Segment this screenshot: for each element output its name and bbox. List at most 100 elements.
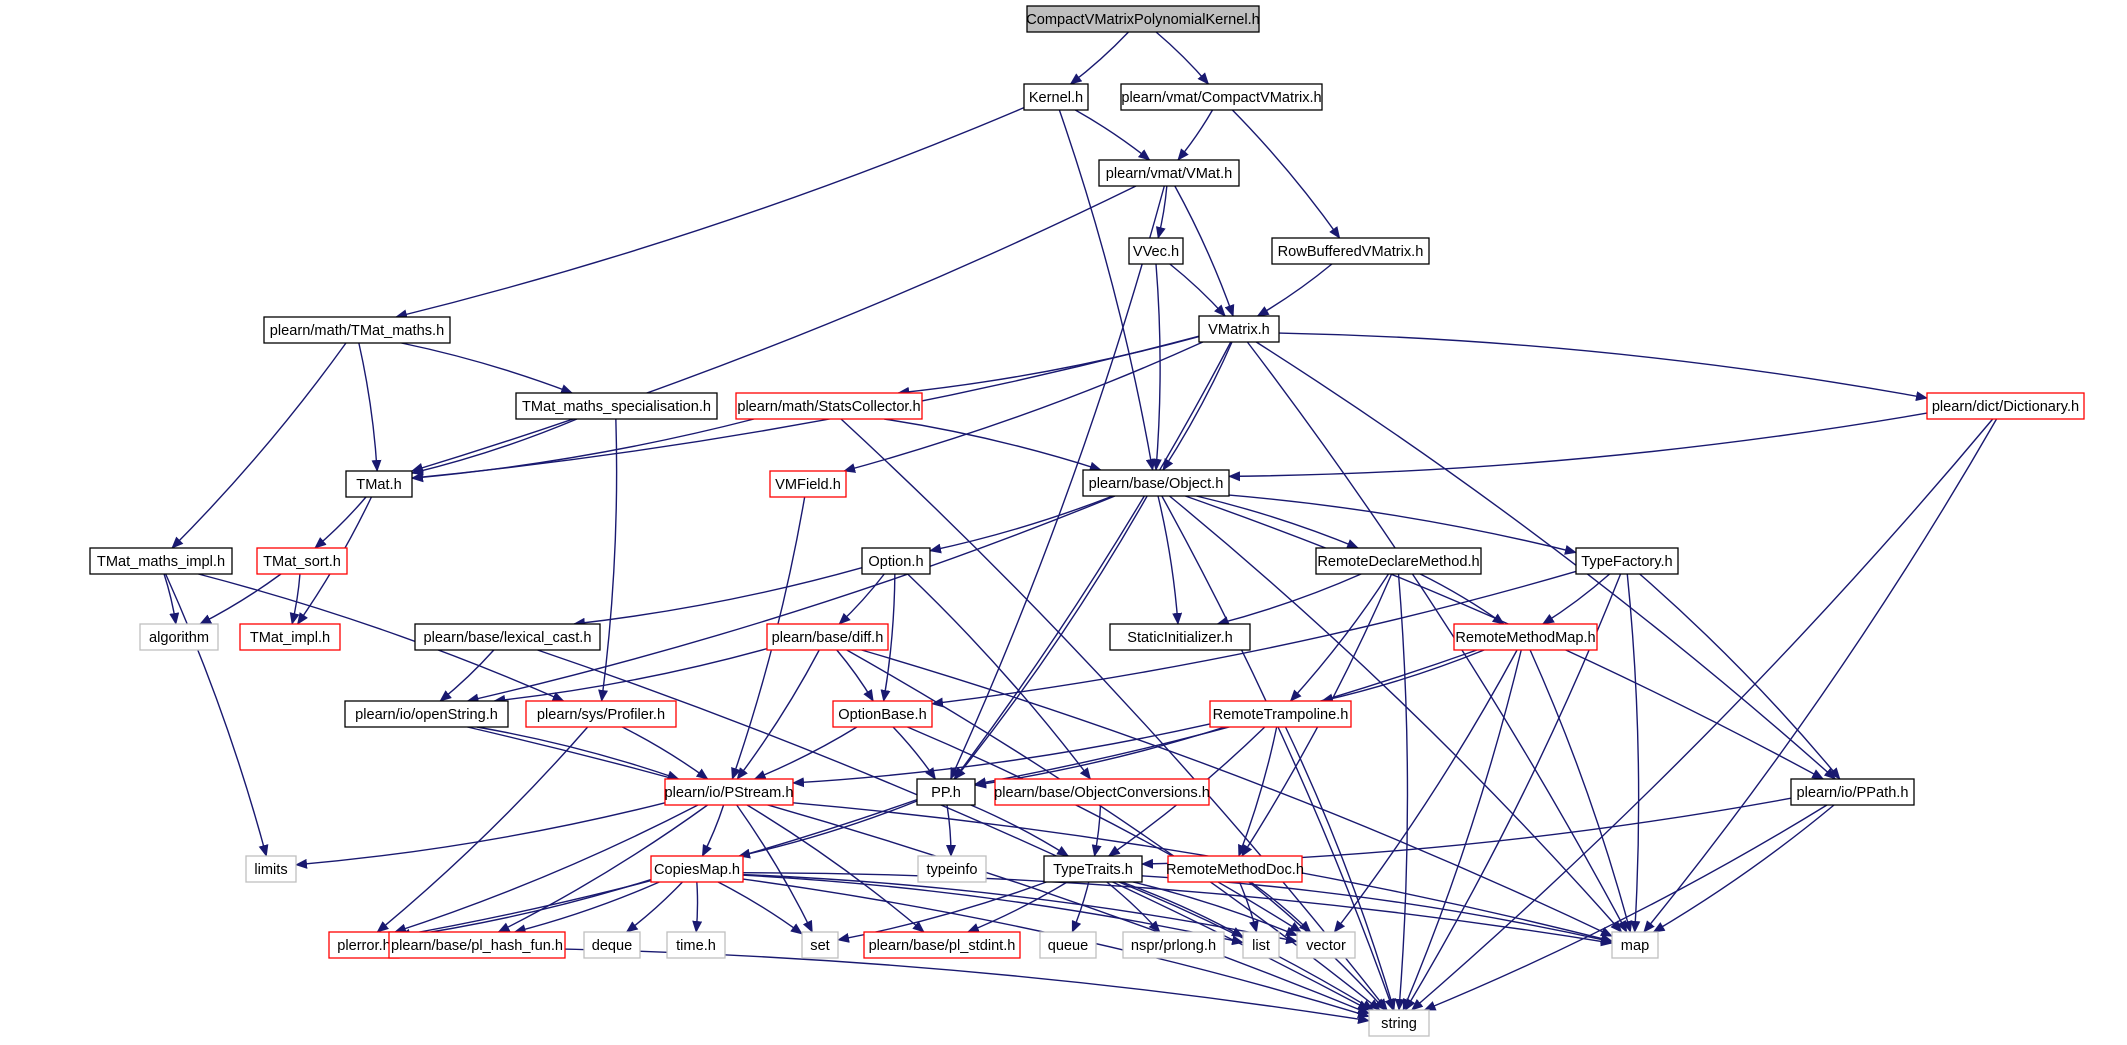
node-plhash[interactable]: plearn/base/pl_hash_fun.h bbox=[388, 931, 566, 959]
node-plstdint[interactable]: plearn/base/pl_stdint.h bbox=[863, 931, 1021, 959]
edge-typetraits-to-prlong bbox=[1106, 881, 1161, 933]
node-tmatsort[interactable]: TMat_sort.h bbox=[256, 547, 348, 575]
node-label-tmat: TMat.h bbox=[356, 477, 401, 493]
node-plerror[interactable]: plerror.h bbox=[328, 931, 400, 959]
node-box-dictionary bbox=[1926, 392, 2085, 420]
node-statscol[interactable]: plearn/math/StatsCollector.h bbox=[735, 392, 923, 420]
node-box-tmatsort bbox=[256, 547, 348, 575]
edge-tmatsort-to-tmatimpl bbox=[289, 573, 301, 625]
edge-tmatimplh-to-algorithm bbox=[163, 573, 180, 625]
node-copiesmap[interactable]: CopiesMap.h bbox=[650, 855, 744, 883]
node-option[interactable]: Option.h bbox=[861, 547, 931, 575]
node-vmfield[interactable]: VMField.h bbox=[769, 470, 847, 498]
node-staticinit[interactable]: StaticInitializer.h bbox=[1109, 623, 1251, 651]
node-deque: deque bbox=[583, 931, 641, 959]
node-remotemethodmap[interactable]: RemoteMethodMap.h bbox=[1453, 623, 1598, 651]
node-rowbuf[interactable]: RowBufferedVMatrix.h bbox=[1271, 237, 1430, 265]
edge-diff-to-map bbox=[861, 649, 1613, 937]
node-remotedecl[interactable]: RemoteDeclareMethod.h bbox=[1315, 547, 1482, 575]
edge-typefactory-to-optionbase bbox=[931, 570, 1577, 708]
node-typeinfo: typeinfo bbox=[917, 855, 987, 883]
node-dictionary[interactable]: plearn/dict/Dictionary.h bbox=[1926, 392, 2085, 420]
edge-remotemethodmap-to-remotetramp bbox=[1320, 649, 1485, 704]
node-object[interactable]: plearn/base/Object.h bbox=[1082, 469, 1230, 497]
edge-remotemethoddoc-to-list bbox=[1238, 881, 1259, 933]
edge-profiler-to-plerror bbox=[376, 726, 589, 933]
node-vmat[interactable]: plearn/vmat/VMat.h bbox=[1098, 159, 1240, 187]
node-label-ppath: plearn/io/PPath.h bbox=[1797, 785, 1909, 801]
edge-remotetramp-to-pstream bbox=[792, 723, 1211, 788]
node-tmatimpl[interactable]: TMat_impl.h bbox=[239, 623, 341, 651]
node-ppath[interactable]: plearn/io/PPath.h bbox=[1790, 778, 1915, 806]
edge-vmatrix-to-dictionary bbox=[1278, 332, 1928, 402]
node-tmatimplh[interactable]: TMat_maths_impl.h bbox=[89, 547, 233, 575]
node-map: map bbox=[1611, 931, 1659, 959]
edge-tmatmaths-to-tmat bbox=[358, 342, 382, 472]
node-label-optionbase: OptionBase.h bbox=[838, 707, 926, 723]
edge-kernel-to-tmatmaths bbox=[395, 107, 1025, 320]
edge-dictionary-to-object bbox=[1228, 412, 1928, 482]
edge-typefactory-to-ppath bbox=[1639, 573, 1841, 780]
node-box-vmatrix bbox=[1198, 315, 1280, 343]
node-box-kernel bbox=[1023, 83, 1089, 111]
node-vmatrix[interactable]: VMatrix.h bbox=[1198, 315, 1280, 343]
node-box-staticinit bbox=[1109, 623, 1251, 651]
node-label-typetraits: TypeTraits.h bbox=[1053, 862, 1133, 878]
node-tmatmaths[interactable]: plearn/math/TMat_maths.h bbox=[263, 316, 451, 344]
node-typetraits[interactable]: TypeTraits.h bbox=[1043, 855, 1143, 883]
node-pp[interactable]: PP.h bbox=[916, 778, 976, 806]
edge-typetraits-to-queue bbox=[1071, 881, 1090, 933]
edge-copiesmap-to-deque bbox=[625, 881, 683, 933]
edge-copiesmap-to-map bbox=[742, 872, 1613, 947]
node-label-openstring: plearn/io/openString.h bbox=[355, 707, 498, 723]
node-box-remotemethoddoc bbox=[1167, 855, 1303, 883]
node-box-limits bbox=[245, 855, 297, 883]
node-kernel[interactable]: Kernel.h bbox=[1023, 83, 1089, 111]
edge-pp-to-typetraits bbox=[970, 804, 1070, 857]
node-diff[interactable]: plearn/base/diff.h bbox=[766, 623, 889, 651]
edge-remotetramp-to-string bbox=[1284, 726, 1396, 1011]
node-label-root: CompactVMatrixPolynomialKernel.h bbox=[1026, 12, 1260, 28]
node-label-remotedecl: RemoteDeclareMethod.h bbox=[1317, 554, 1479, 570]
edge-diff-to-pstream bbox=[736, 649, 820, 780]
node-optionbase[interactable]: OptionBase.h bbox=[832, 700, 933, 728]
edge-remotemethodmap-to-vector bbox=[1333, 649, 1518, 933]
edge-statscol-to-tmat bbox=[411, 418, 755, 483]
node-string: string bbox=[1368, 1009, 1430, 1037]
node-list: list bbox=[1242, 931, 1280, 959]
node-typefactory[interactable]: TypeFactory.h bbox=[1575, 547, 1679, 575]
edge-vvec-to-vmatrix bbox=[1169, 263, 1226, 317]
node-lexcast[interactable]: plearn/base/lexical_cast.h bbox=[414, 623, 601, 651]
node-label-tmatimplh: TMat_maths_impl.h bbox=[97, 554, 225, 570]
node-pstream[interactable]: plearn/io/PStream.h bbox=[664, 778, 794, 806]
node-tmat[interactable]: TMat.h bbox=[345, 470, 413, 498]
edge-tmat-to-tmatsort bbox=[314, 496, 367, 549]
node-profiler[interactable]: plearn/sys/Profiler.h bbox=[525, 700, 677, 728]
node-objconv[interactable]: plearn/base/ObjectConversions.h bbox=[994, 778, 1210, 806]
edge-compactvm-to-vmat bbox=[1177, 109, 1214, 161]
node-label-prlong: nspr/prlong.h bbox=[1131, 938, 1216, 954]
edge-typetraits-to-plstdint bbox=[966, 881, 1068, 933]
node-label-tmatmaths: plearn/math/TMat_maths.h bbox=[270, 323, 444, 339]
node-box-plstdint bbox=[863, 931, 1021, 959]
node-label-remotetramp: RemoteTrampoline.h bbox=[1213, 707, 1349, 723]
node-vvec[interactable]: VVec.h bbox=[1128, 237, 1184, 265]
node-box-vmfield bbox=[769, 470, 847, 498]
node-tmatspec[interactable]: TMat_maths_specialisation.h bbox=[515, 392, 718, 420]
node-box-algorithm bbox=[139, 623, 219, 651]
node-label-vmfield: VMField.h bbox=[775, 477, 841, 493]
edge-dictionary-to-string bbox=[1411, 418, 1994, 1011]
edge-objconv-to-typetraits bbox=[1091, 804, 1102, 857]
node-label-object: plearn/base/Object.h bbox=[1089, 476, 1224, 492]
node-remotemethoddoc[interactable]: RemoteMethodDoc.h bbox=[1166, 855, 1304, 883]
edge-vmatrix-to-vmfield bbox=[843, 341, 1204, 473]
node-label-list: list bbox=[1252, 938, 1270, 954]
node-box-prlong bbox=[1122, 931, 1225, 959]
node-remotetramp[interactable]: RemoteTrampoline.h bbox=[1209, 700, 1352, 728]
node-compactvm[interactable]: plearn/vmat/CompactVMatrix.h bbox=[1120, 83, 1323, 111]
node-label-diff: plearn/base/diff.h bbox=[772, 630, 884, 646]
node-box-tmatspec bbox=[515, 392, 718, 420]
node-box-root bbox=[1026, 5, 1260, 33]
node-openstring[interactable]: plearn/io/openString.h bbox=[344, 700, 509, 728]
